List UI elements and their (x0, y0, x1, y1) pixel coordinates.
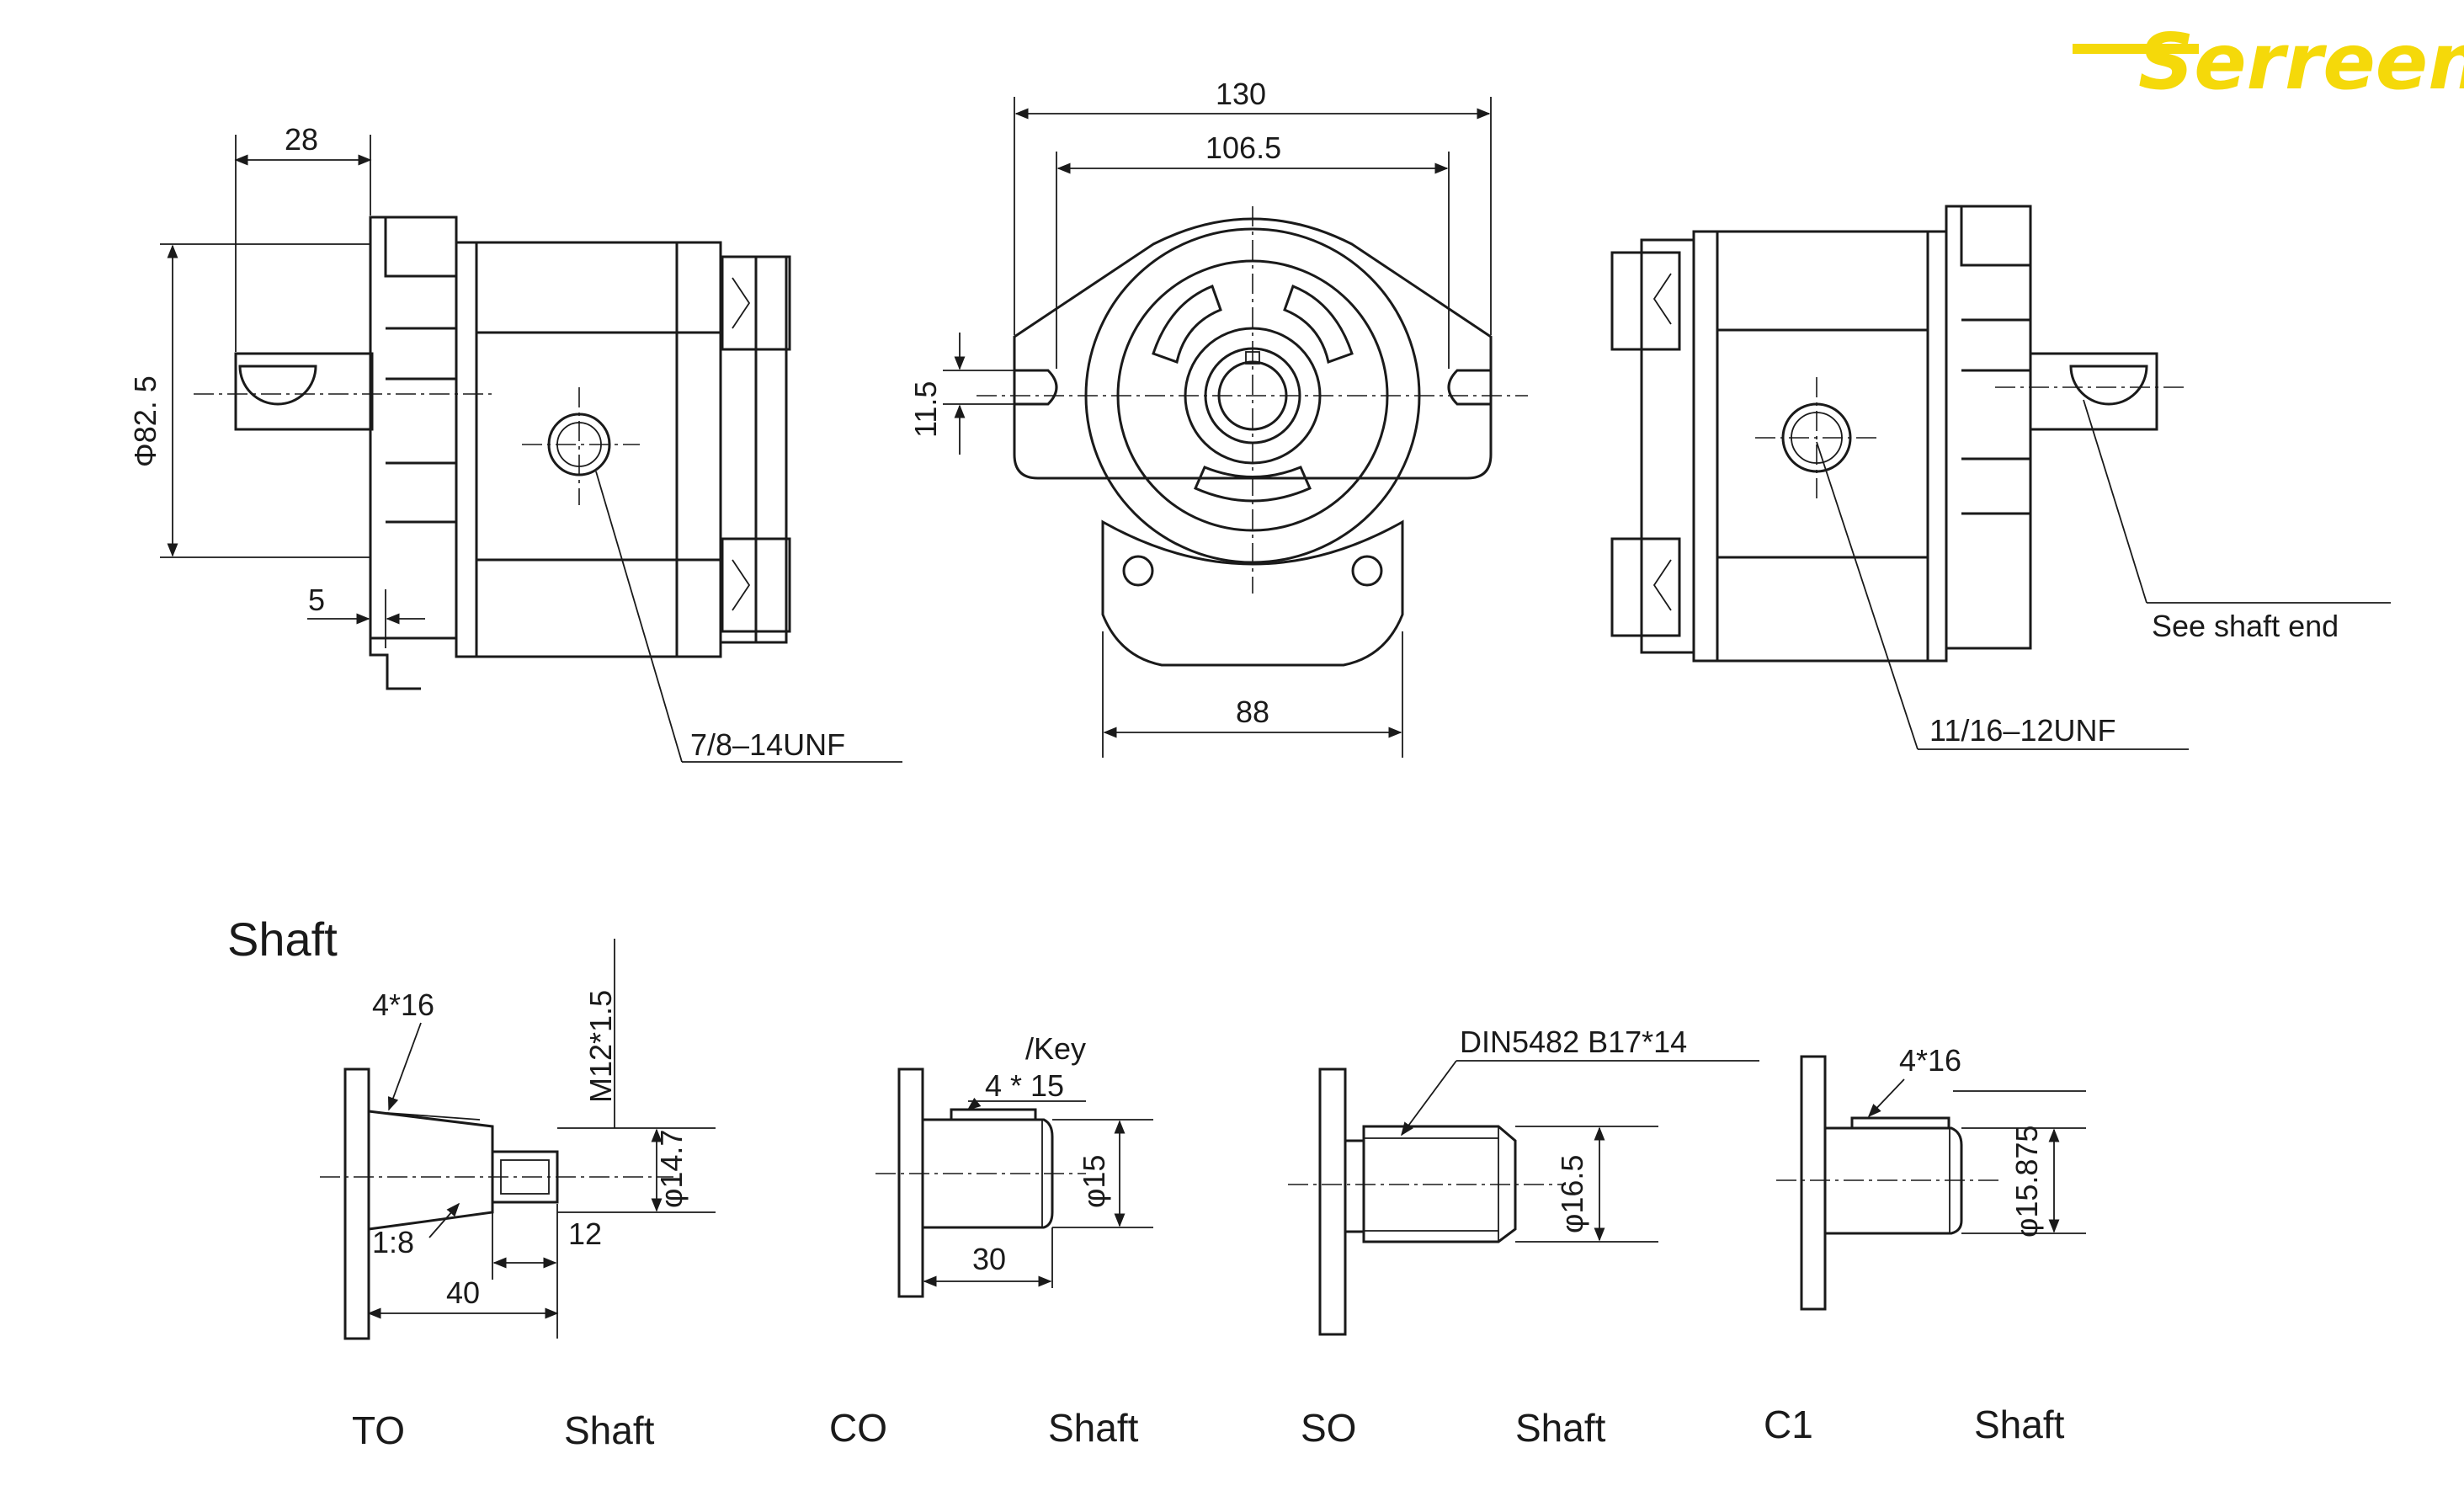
c1-key-label: 4*16 (1899, 1043, 1961, 1078)
to-len-12-label: 12 (568, 1216, 602, 1251)
co-dia-label: φ15 (1077, 1155, 1111, 1208)
front-dim-106-5: 106.5 (1205, 130, 1281, 165)
right-side-view: 11/16–12UNF See shaft end (1610, 205, 2391, 750)
shaft-to-drawing: 4*16 M12*1.5 φ14.7 1:8 12 40 TO Shaft (320, 939, 716, 1452)
co-shaft-suffix: Shaft (1048, 1406, 1139, 1450)
shaft-c1-drawing: 4*16 φ15.875 C1 Shaft (1764, 1043, 2086, 1446)
so-spline-label: DIN5482 B17*14 (1460, 1025, 1687, 1059)
shaft-co-drawing: /Key 4 * 15 φ15 30 CO Shaft (829, 1031, 1153, 1450)
co-key-note: /Key (1025, 1031, 1086, 1066)
c1-shaft-name: C1 (1764, 1403, 1813, 1446)
to-dia-label: φ14.7 (654, 1130, 689, 1208)
co-shaft-name: CO (829, 1406, 887, 1450)
front-view: 130 106.5 11.5 88 (908, 77, 1528, 758)
so-dia-label: φ16.5 (1555, 1155, 1589, 1233)
c1-dia-label: φ15.875 (2009, 1126, 2044, 1238)
left-dim-height: Φ82. 5 (128, 375, 162, 467)
c1-shaft-suffix: Shaft (1974, 1403, 2065, 1446)
to-shaft-suffix: Shaft (564, 1408, 655, 1452)
to-thread-label: M12*1.5 (583, 990, 618, 1103)
front-dim-88: 88 (1236, 695, 1269, 729)
brand-logo-text: Serreen (2138, 17, 2464, 107)
right-port-thread-label: 11/16–12UNF (1929, 713, 2115, 748)
co-key-label: 4 * 15 (985, 1068, 1064, 1103)
to-len-40-label: 40 (446, 1275, 480, 1310)
front-dim-130: 130 (1216, 77, 1266, 111)
to-taper-label: 1:8 (372, 1225, 414, 1259)
left-dim-5: 5 (308, 583, 325, 617)
front-dim-11-5: 11.5 (908, 381, 943, 438)
so-shaft-suffix: Shaft (1515, 1406, 1606, 1450)
so-shaft-name: SO (1301, 1406, 1356, 1450)
shaft-section-title: Shaft (227, 913, 338, 966)
left-side-view: 7/8–14UNF 28 Φ82. 5 5 (128, 122, 902, 763)
brand-logo: Serreen (2073, 17, 2464, 107)
left-port-thread-label: 7/8–14UNF (690, 727, 845, 762)
co-len-label: 30 (972, 1242, 1006, 1276)
to-key-label: 4*16 (372, 988, 434, 1022)
to-shaft-name: TO (352, 1408, 405, 1452)
shaft-so-drawing: DIN5482 B17*14 φ16.5 SO Shaft (1288, 1025, 1759, 1450)
left-dim-28: 28 (285, 122, 318, 157)
see-shaft-end-note: See shaft end (2152, 609, 2339, 643)
